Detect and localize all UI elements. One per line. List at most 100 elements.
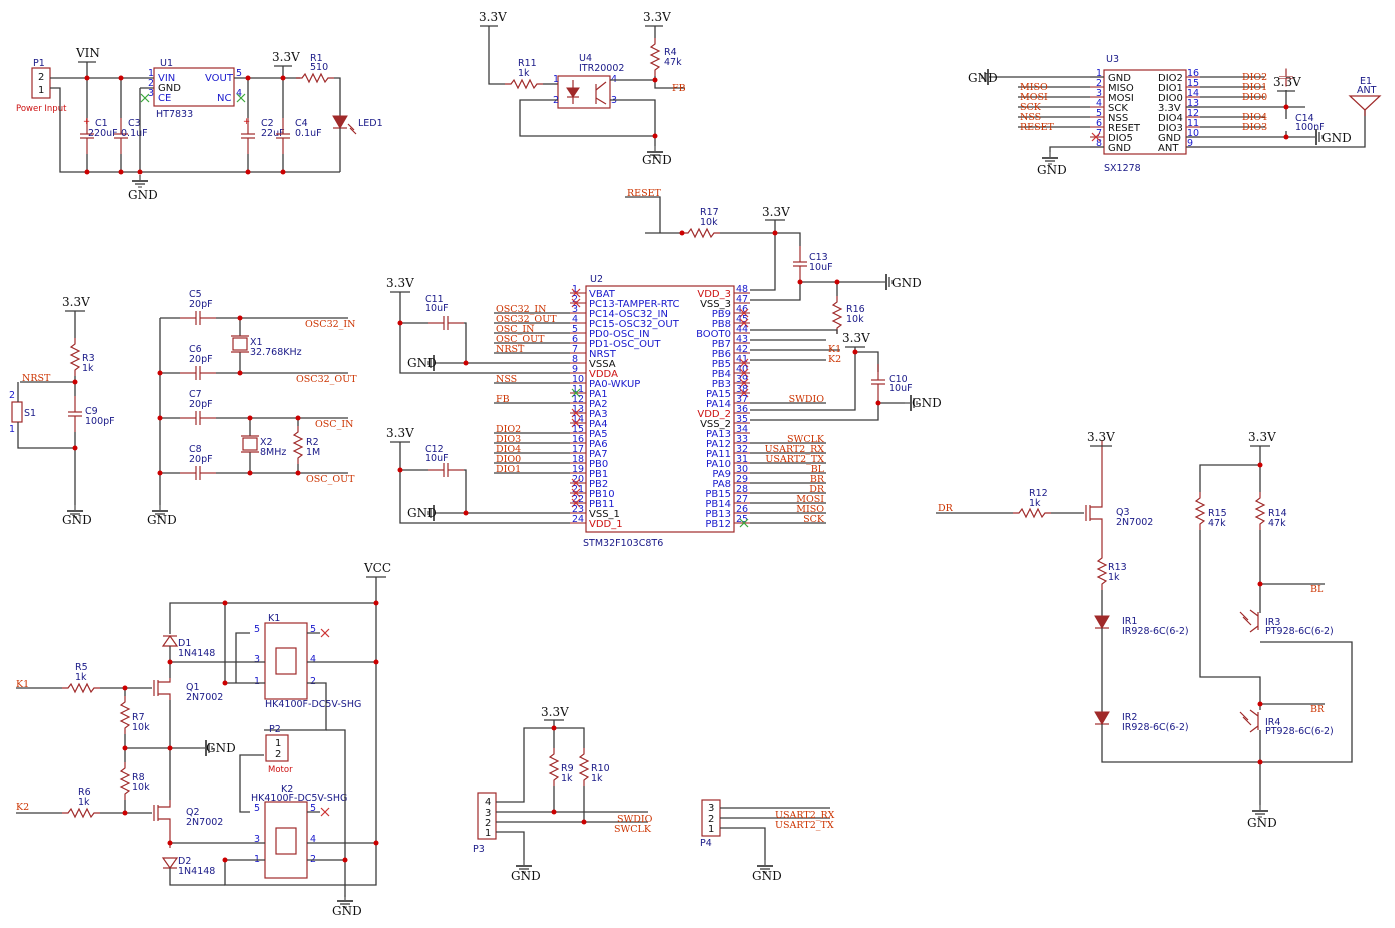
u2-left-net: OSC32_IN	[496, 304, 546, 315]
reset-section: 3.3V R3 1k NRST S1 2 1 C9 100pF GND	[9, 295, 115, 527]
ir4-val: PT928-6C(6-2)	[1265, 726, 1334, 737]
c4-val: 0.1uF	[295, 128, 322, 139]
r12-ref: R12	[1029, 488, 1048, 499]
u2-left-num: 11	[572, 384, 584, 395]
u3-right-num: 13	[1187, 98, 1199, 109]
u3-part: SX1278	[1104, 163, 1141, 174]
gnd-c12: GND	[407, 506, 437, 520]
svg-text:4: 4	[485, 797, 491, 808]
u3-left-pin: GND	[1108, 143, 1131, 154]
q3-mosfet	[1085, 440, 1103, 552]
r5-ref: R5	[75, 662, 88, 673]
c8-val: 20pF	[189, 454, 213, 465]
u2-right-pin: PA12	[706, 439, 731, 450]
u3-left-num: 5	[1096, 108, 1102, 119]
r10-ref: R10	[591, 763, 610, 774]
p1-label: Power Input	[16, 104, 67, 114]
br-net: BR	[1310, 704, 1325, 715]
q1-ref: Q1	[186, 682, 200, 693]
u2-left-num: 19	[572, 464, 584, 475]
u3-right-num: 10	[1187, 128, 1199, 139]
v33-ir: 3.3V	[1087, 430, 1115, 444]
k1-part: HK4100F-DC5V-SHG	[265, 699, 361, 710]
u2-right-pin: PB15	[705, 489, 731, 500]
r4-ref: R4	[664, 47, 677, 58]
gnd-crystal: GND	[147, 513, 177, 527]
v33-c12: 3.3V	[386, 426, 414, 440]
c3-val: 0.1uF	[121, 128, 148, 139]
u2-right-num: 27	[736, 494, 748, 505]
u3-left-net: NSS	[1020, 112, 1041, 123]
ir-section: DR R12 1k Q3 2N7002 3.3V R13 1k IR1 IR92…	[936, 430, 1353, 830]
u2-left-num: 23	[572, 504, 584, 515]
u2-left-net: OSC_OUT	[496, 334, 545, 345]
c14-val: 100nF	[1295, 122, 1325, 133]
u3-right-pin: DIO1	[1158, 83, 1183, 94]
svg-text:+: +	[83, 117, 90, 127]
motor-section: VCC D1 1N4148 K1 HK4100F-DC5V-SHG 5 5 3 …	[16, 561, 391, 918]
r17-val: 10k	[700, 217, 718, 228]
svg-text:5: 5	[254, 803, 260, 814]
gnd-debug: GND	[511, 869, 541, 883]
u2-right-pin: PA15	[706, 389, 731, 400]
u2-left-num: 1	[572, 284, 578, 295]
ir4-ref: IR4	[1265, 717, 1280, 728]
u2-right-net: BR	[810, 474, 825, 485]
u2-left-pin: PA7	[589, 449, 608, 460]
u1-regulator	[153, 67, 235, 107]
u2-right-net: BL	[811, 464, 825, 475]
r15-ref: R15	[1208, 508, 1227, 519]
u1-ref: U1	[160, 58, 173, 69]
c10-val: 10uF	[889, 383, 913, 394]
p2-ref: P2	[269, 724, 281, 735]
u4-sensor	[557, 75, 611, 109]
u2-right-net: MOSI	[796, 494, 824, 505]
u3-right-net: DIO0	[1242, 92, 1267, 103]
u3-right-pin: DIO4	[1158, 113, 1183, 124]
u4-ref: U4	[579, 53, 592, 64]
gnd-u1: GND	[128, 188, 158, 202]
u3-radio	[1103, 69, 1187, 155]
svg-text:2: 2	[9, 390, 15, 401]
u3-right-num: 12	[1187, 108, 1199, 119]
svg-text:1: 1	[9, 424, 15, 435]
r11-ref: R11	[518, 58, 537, 69]
reset-net: RESET	[627, 188, 662, 199]
c11-val: 10uF	[425, 303, 449, 314]
k1-relay	[264, 622, 308, 700]
gnd-relay: GND	[332, 904, 362, 918]
u2-right-net: SWDIO	[789, 394, 825, 405]
c2-val: 22uF	[261, 128, 285, 139]
swclk-net: SWCLK	[614, 824, 652, 835]
r14-val: 47k	[1268, 518, 1286, 529]
svg-text:3: 3	[148, 88, 154, 99]
r2-ref: R2	[306, 437, 319, 448]
u3-right-net: DIO2	[1242, 72, 1267, 83]
u2-right-num: 33	[736, 434, 748, 445]
u2-right-num: 30	[736, 464, 748, 475]
dr-net: DR	[938, 503, 954, 514]
svg-text:OSC_OUT: OSC_OUT	[306, 474, 355, 485]
u2-right-pin: PB3	[712, 379, 731, 390]
u2-left-pin: PB2	[589, 479, 608, 490]
u2-left-pin: PB11	[589, 499, 615, 510]
u2-left-pin: PA6	[589, 439, 608, 450]
gnd-mcu-top: GND	[892, 276, 922, 290]
u2-right-pin: BOOT0	[696, 329, 731, 340]
u2-left-num: 5	[572, 324, 578, 335]
r1-val: 510	[310, 62, 328, 73]
u3-right-pin: DIO2	[1158, 73, 1183, 84]
u2-left-pin: PA0-WKUP	[589, 379, 640, 390]
uart-rx-net: USART2_RX	[775, 810, 835, 821]
uart-tx-net: USART2_TX	[775, 820, 834, 831]
p1-ref: P1	[33, 58, 45, 69]
u2-right-num: 45	[736, 314, 748, 325]
v33-reset: 3.3V	[62, 295, 90, 309]
p1-connector	[31, 67, 51, 99]
u2-left-num: 24	[572, 514, 584, 525]
u2-right-net: SCK	[803, 514, 825, 525]
u2-right-num: 26	[736, 504, 748, 515]
svg-text:3: 3	[254, 834, 260, 845]
u2-right-pin: VDD_3	[697, 289, 731, 300]
